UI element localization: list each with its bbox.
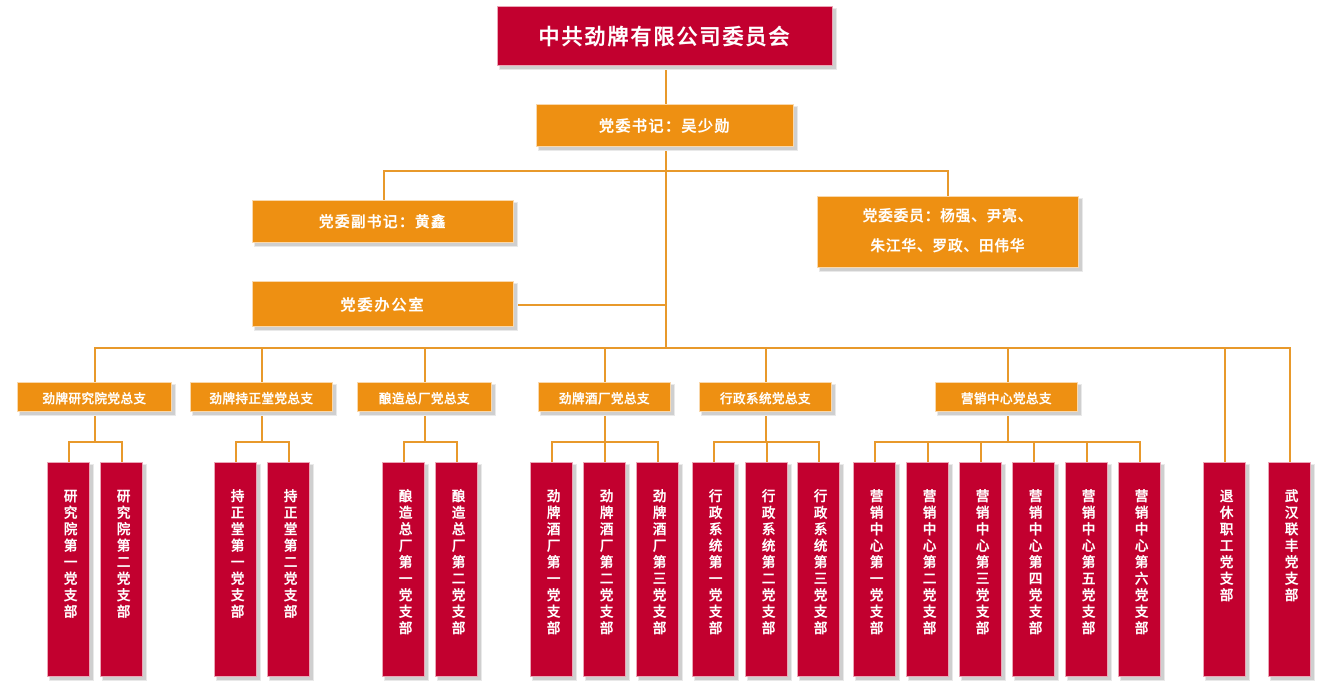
connector-to-deputy-secretary	[383, 170, 385, 200]
node-general-branch-brewery[interactable]: 酿造总厂党总支	[357, 382, 492, 412]
connector-g4-drop-1	[551, 441, 553, 462]
connector-g3-bus	[403, 441, 457, 443]
node-branch-retired-employees[interactable]: 退休职工党支部	[1203, 462, 1246, 677]
node-branch-marketing-4[interactable]: 营销中心第四党支部	[1012, 462, 1055, 677]
node-general-branch-liquor-factory[interactable]: 劲牌酒厂党总支	[538, 382, 671, 412]
connector-g6-bus	[874, 441, 1140, 443]
node-branch-administration-2[interactable]: 行政系统第二党支部	[745, 462, 788, 677]
node-branch-administration-1[interactable]: 行政系统第一党支部	[692, 462, 735, 677]
connector-g6-drop-2	[927, 441, 929, 462]
node-committee-members[interactable]: 党委委员：杨强、尹亮、 朱江华、罗政、田伟华	[817, 196, 1079, 268]
node-branch-wuhan-lianfeng[interactable]: 武汉联丰党支部	[1268, 462, 1311, 677]
node-branch-research-2[interactable]: 研究院第二党支部	[100, 462, 143, 677]
node-branch-research-1[interactable]: 研究院第一党支部	[47, 462, 90, 677]
node-party-committee-root[interactable]: 中共劲牌有限公司委员会	[497, 6, 833, 66]
node-general-branch-research-institute[interactable]: 劲牌研究院党总支	[17, 382, 172, 412]
connector-g3-drop-1	[403, 441, 405, 462]
connector-root-to-secretary	[665, 66, 667, 104]
node-branch-brewery-1[interactable]: 酿造总厂第一党支部	[382, 462, 425, 677]
node-branch-marketing-2[interactable]: 营销中心第二党支部	[906, 462, 949, 677]
connector-g2-drop-2	[288, 441, 290, 462]
node-branch-administration-3[interactable]: 行政系统第三党支部	[797, 462, 840, 677]
connector-g6-drop-5	[1086, 441, 1088, 462]
connector-g3-stem	[424, 412, 426, 442]
connector-bus-drop-4	[604, 347, 606, 382]
connector-office-to-trunk	[513, 304, 666, 306]
node-branch-brewery-2[interactable]: 酿造总厂第二党支部	[435, 462, 478, 677]
node-branch-marketing-1[interactable]: 营销中心第一党支部	[853, 462, 896, 677]
node-general-branch-administration[interactable]: 行政系统党总支	[699, 382, 832, 412]
connector-bus-drop-3	[424, 347, 426, 382]
connector-g4-stem	[604, 412, 606, 442]
node-party-secretary[interactable]: 党委书记：吴少勋	[536, 104, 794, 147]
connector-g4-drop-3	[657, 441, 659, 462]
node-branch-marketing-3[interactable]: 营销中心第三党支部	[959, 462, 1002, 677]
connector-level2-bus	[383, 170, 949, 172]
connector-bus-drop-1	[94, 347, 96, 382]
connector-g5-drop-1	[713, 441, 715, 462]
connector-g2-bus	[235, 441, 289, 443]
connector-bus-drop-6	[1007, 347, 1009, 382]
connector-g5-drop-2	[766, 441, 768, 462]
node-branch-liquor-3[interactable]: 劲牌酒厂第三党支部	[636, 462, 679, 677]
node-general-branch-chizhengtang[interactable]: 劲牌持正堂党总支	[190, 382, 333, 412]
node-general-branch-marketing-center[interactable]: 营销中心党总支	[935, 382, 1078, 412]
node-deputy-party-secretary[interactable]: 党委副书记：黄鑫	[252, 200, 514, 243]
connector-g6-drop-6	[1139, 441, 1141, 462]
connector-main-bus	[94, 347, 1290, 349]
connector-g6-stem	[1007, 412, 1009, 442]
node-branch-liquor-2[interactable]: 劲牌酒厂第二党支部	[583, 462, 626, 677]
committee-members-line-2: 朱江华、罗政、田伟华	[870, 239, 1026, 255]
connector-g1-drop-2	[121, 441, 123, 462]
node-branch-liquor-1[interactable]: 劲牌酒厂第一党支部	[530, 462, 573, 677]
connector-secretary-trunk	[665, 147, 667, 347]
connector-g2-stem	[261, 412, 263, 442]
connector-g3-drop-2	[456, 441, 458, 462]
connector-g1-drop-1	[68, 441, 70, 462]
connector-bus-drop-5	[765, 347, 767, 382]
node-branch-marketing-6[interactable]: 营销中心第六党支部	[1118, 462, 1161, 677]
connector-to-committee-members	[947, 170, 949, 196]
node-party-office[interactable]: 党委办公室	[252, 281, 514, 327]
connector-bus-drop-retiree	[1224, 347, 1226, 462]
connector-g1-bus	[68, 441, 122, 443]
connector-g6-drop-4	[1033, 441, 1035, 462]
connector-g4-drop-2	[604, 441, 606, 462]
connector-g6-drop-1	[874, 441, 876, 462]
connector-g6-drop-3	[980, 441, 982, 462]
connector-g5-stem	[765, 412, 767, 442]
node-branch-marketing-5[interactable]: 营销中心第五党支部	[1065, 462, 1108, 677]
connector-bus-drop-wuhan	[1289, 347, 1291, 462]
connector-g1-stem	[94, 412, 96, 442]
node-branch-chizhengtang-1[interactable]: 持正堂第一党支部	[214, 462, 257, 677]
node-branch-chizhengtang-2[interactable]: 持正堂第二党支部	[267, 462, 310, 677]
connector-g2-drop-1	[235, 441, 237, 462]
connector-bus-drop-2	[261, 347, 263, 382]
committee-members-line-1: 党委委员：杨强、尹亮、	[862, 209, 1034, 225]
connector-g5-drop-3	[818, 441, 820, 462]
